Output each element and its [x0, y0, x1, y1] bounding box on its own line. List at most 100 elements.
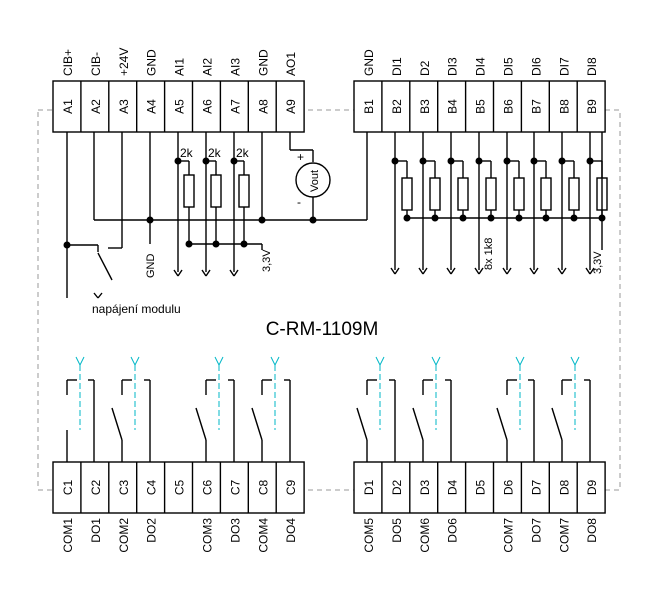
terminal-label: D7 — [529, 480, 543, 496]
arrow-icon — [557, 267, 567, 275]
terminal-label: C8 — [256, 480, 270, 496]
signal-label: DO1 — [89, 518, 103, 543]
module-outline — [37, 109, 621, 491]
relay-actuator-arrow — [515, 356, 525, 367]
signal-label: COM5 — [362, 518, 376, 553]
resistor-network-label: 8x 1k8 — [483, 238, 495, 270]
signal-label: COM4 — [256, 518, 270, 553]
relay-actuator-arrow — [130, 356, 140, 367]
vout-plus-label: + — [297, 150, 304, 164]
signal-label: COM6 — [418, 518, 432, 553]
terminal-label: B9 — [585, 99, 599, 114]
terminal-label: D8 — [557, 480, 571, 496]
signal-label: DO3 — [228, 518, 242, 543]
analog-output-vout — [289, 132, 331, 220]
terminal-label: A5 — [173, 99, 187, 114]
signal-label: D2 — [418, 60, 432, 76]
resistor — [540, 177, 552, 211]
relay-actuator-arrow — [75, 356, 85, 367]
terminal-label: B2 — [390, 99, 404, 114]
signal-label: GND — [256, 49, 270, 76]
terminal-label: C5 — [173, 480, 187, 496]
terminal-label: A2 — [89, 99, 103, 114]
terminal-label: B5 — [474, 99, 488, 114]
vout-minus-label: - — [297, 195, 301, 209]
terminal-label: B3 — [418, 99, 432, 114]
terminal-block-body — [353, 461, 606, 514]
resistor — [238, 174, 250, 208]
arrow-icon — [502, 267, 512, 275]
arrow-icon — [201, 269, 211, 277]
signal-label: GND — [145, 49, 159, 76]
digital-input-network — [390, 132, 608, 275]
terminal-label: C9 — [284, 480, 298, 496]
resistor — [457, 177, 469, 211]
gnd-label: GND — [145, 254, 157, 279]
digital-ref-label: 3,3V — [592, 251, 604, 274]
terminal-label: B8 — [557, 99, 571, 114]
signal-label: CIB- — [89, 52, 103, 76]
relay-actuator-arrow — [431, 356, 441, 367]
terminal-label: D5 — [474, 480, 488, 496]
relay-actuator-arrow — [214, 356, 224, 367]
terminal-label: C2 — [89, 480, 103, 496]
signal-label: DO8 — [585, 518, 599, 543]
signal-label: +24V — [117, 48, 131, 76]
signal-label: DI4 — [474, 57, 488, 76]
arrow-icon — [229, 269, 239, 277]
resistor — [485, 177, 497, 211]
terminal-label: A4 — [145, 99, 159, 114]
terminal-label: B6 — [501, 99, 515, 114]
terminal-label: A9 — [284, 99, 298, 114]
relay-actuator-arrow — [375, 356, 385, 367]
signal-label: DO7 — [529, 518, 543, 543]
signal-label: DI7 — [557, 57, 571, 76]
terminal-label: D9 — [585, 480, 599, 496]
signal-label: GND — [362, 49, 376, 76]
resistor-value-label: 2k — [236, 146, 250, 160]
resistor — [429, 177, 441, 211]
terminal-label: C4 — [145, 480, 159, 496]
signal-label: COM3 — [200, 518, 214, 553]
arrow-icon — [474, 267, 484, 275]
signal-label: AI3 — [228, 58, 242, 76]
arrow-icon — [390, 267, 400, 275]
signal-label: AI1 — [173, 58, 187, 76]
junction-dot — [185, 240, 193, 248]
terminal-label: C1 — [61, 480, 75, 496]
terminal-label: A3 — [117, 99, 131, 114]
signal-label: DI5 — [501, 57, 515, 76]
terminal-label: C3 — [117, 480, 131, 496]
signal-label: DI6 — [529, 57, 543, 76]
analog-ref-label: 3,3V — [261, 249, 273, 272]
resistor — [568, 177, 580, 211]
signal-label: AI2 — [200, 58, 214, 76]
resistor — [513, 177, 525, 211]
signal-label: DI8 — [585, 57, 599, 76]
signal-label: DI3 — [446, 57, 460, 76]
terminal-label: D1 — [362, 480, 376, 496]
terminal-block-body — [52, 461, 305, 514]
terminal-label: B1 — [362, 99, 376, 114]
terminal-label: B4 — [446, 99, 460, 114]
signal-label: COM1 — [61, 518, 75, 553]
signal-label: DI1 — [390, 57, 404, 76]
power-label: napájení modulu — [92, 302, 181, 316]
terminal-label: A8 — [256, 99, 270, 114]
junction-dot — [240, 240, 248, 248]
terminal-label: D2 — [390, 480, 404, 496]
signal-label: AO1 — [284, 52, 298, 76]
signal-label: DO6 — [446, 518, 460, 543]
relay-actuator-arrow — [570, 356, 580, 367]
power-wiring — [63, 132, 368, 299]
resistor-value-label: 2k — [180, 146, 194, 160]
terminal-label: D6 — [501, 480, 515, 496]
signal-label: COM2 — [117, 518, 131, 553]
arrow-icon — [173, 269, 183, 277]
terminal-label: D4 — [446, 480, 460, 496]
terminal-label: A7 — [228, 99, 242, 114]
